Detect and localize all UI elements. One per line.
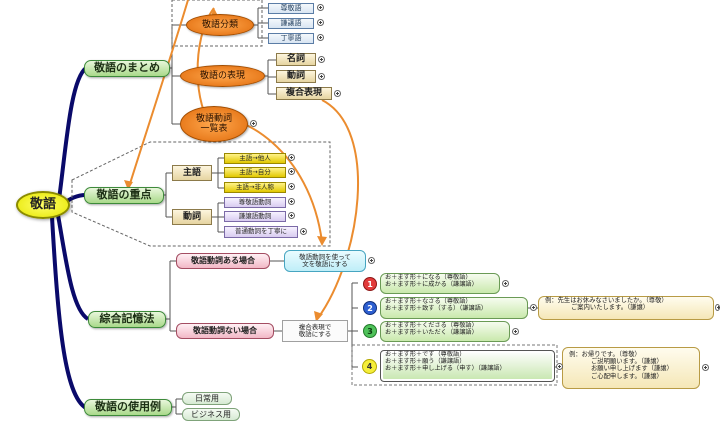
verb-item[interactable]: 普通動詞を丁寧に xyxy=(224,226,298,238)
with-verb-note[interactable]: 敬語動詞を使って 文を敬語にする xyxy=(284,250,366,272)
case-3-box[interactable]: お＋ます形＋くださる（尊敬語） お＋ます形＋いただく（謙譲語） xyxy=(380,321,510,342)
without-verb-node[interactable]: 敬語動詞ない場合 xyxy=(176,323,274,339)
expand-handle-icon[interactable] xyxy=(512,328,519,335)
case-4-box[interactable]: お＋ます形＋です（尊敬語） お＋ます形＋願う（謙譲語） お＋ます形＋申し上げる（… xyxy=(380,350,555,382)
expression-item[interactable]: 複合表現 xyxy=(276,87,332,100)
expand-handle-icon[interactable] xyxy=(317,34,324,41)
expression-item[interactable]: 名詞 xyxy=(276,53,316,66)
case-2-example[interactable]: 例：先生はお休みなさいましたか。（尊敬） ご案内いたします。（謙譲） xyxy=(538,296,714,320)
verb-item[interactable]: 尊敬語動詞 xyxy=(224,197,286,208)
without-verb-note[interactable]: 複合表現で 敬語にする xyxy=(282,320,348,342)
expression-label: 敬語の表現 xyxy=(199,70,245,81)
summary-node[interactable]: 敬語のまとめ xyxy=(84,60,170,77)
expand-handle-icon[interactable] xyxy=(556,363,563,370)
classification-item[interactable]: 尊敬語 xyxy=(268,3,314,14)
expand-handle-icon[interactable] xyxy=(288,183,295,190)
expand-handle-icon[interactable] xyxy=(288,198,295,205)
case-number-badge: 2 xyxy=(363,301,377,315)
memory-node[interactable]: 綜合記憶法 xyxy=(88,311,166,328)
expand-handle-icon[interactable] xyxy=(317,4,324,11)
expand-handle-icon[interactable] xyxy=(702,364,709,371)
expression-node[interactable]: 敬語の表現 xyxy=(180,65,265,87)
case-2-box[interactable]: お＋ます形＋なさる（尊敬語） お＋ます形＋致す（する）（謙譲語） xyxy=(380,297,528,319)
subject-item[interactable]: 主語→自分 xyxy=(224,167,286,178)
root-node[interactable]: 敬語 xyxy=(16,191,70,219)
classification-item[interactable]: 丁寧語 xyxy=(268,33,314,44)
subject-item[interactable]: 主語→非人称 xyxy=(224,182,286,193)
expand-handle-icon[interactable] xyxy=(288,168,295,175)
classification-label: 敬語分類 xyxy=(201,19,238,30)
expand-handle-icon[interactable] xyxy=(288,154,295,161)
expand-handle-icon[interactable] xyxy=(318,73,325,80)
subject-item[interactable]: 主語→他人 xyxy=(224,153,286,164)
verb-list-node[interactable]: 敬語動詞 一覧表 xyxy=(180,106,248,142)
usage-item[interactable]: ビジネス用 xyxy=(182,408,240,421)
case-number-badge: 1 xyxy=(363,277,377,291)
expand-handle-icon[interactable] xyxy=(317,19,324,26)
subject-node[interactable]: 主語 xyxy=(172,165,212,181)
expand-handle-icon[interactable] xyxy=(300,228,307,235)
expand-handle-icon[interactable] xyxy=(334,90,341,97)
expand-handle-icon[interactable] xyxy=(288,212,295,219)
expand-handle-icon[interactable] xyxy=(318,56,325,63)
case-1-box[interactable]: お＋ます形＋になる（尊敬語） お＋ます形＋に成かる（謙譲語） xyxy=(380,273,500,294)
with-verb-node[interactable]: 敬語動詞ある場合 xyxy=(176,253,270,269)
classification-item[interactable]: 謙譲語 xyxy=(268,18,314,29)
focus-label: 敬語の重点 xyxy=(96,188,152,202)
usage-node[interactable]: 敬語の使用例 xyxy=(84,399,172,416)
usage-label: 敬語の使用例 xyxy=(95,400,161,414)
verb-node[interactable]: 動詞 xyxy=(172,209,212,225)
expand-handle-icon[interactable] xyxy=(715,304,720,311)
expand-handle-icon[interactable] xyxy=(502,280,509,287)
root-label: 敬語 xyxy=(29,196,56,212)
expand-handle-icon[interactable] xyxy=(250,120,257,127)
classification-node[interactable]: 敬語分類 xyxy=(186,14,254,36)
usage-item[interactable]: 日常用 xyxy=(182,392,232,405)
expression-item[interactable]: 動詞 xyxy=(276,70,316,83)
case-4-example[interactable]: 例：お帰りです。（尊敬） ご説明願います。（謙譲） お願い申し上げます（謙譲） … xyxy=(562,347,700,389)
expand-handle-icon[interactable] xyxy=(530,304,537,311)
memory-label: 綜合記憶法 xyxy=(99,312,155,326)
case-number-badge: 3 xyxy=(363,324,377,338)
expand-handle-icon[interactable] xyxy=(368,257,375,264)
case-number-badge: 4 xyxy=(362,359,377,374)
focus-node[interactable]: 敬語の重点 xyxy=(84,187,164,204)
verb-item[interactable]: 謙譲語動詞 xyxy=(224,211,286,222)
summary-label: 敬語のまとめ xyxy=(94,61,160,75)
